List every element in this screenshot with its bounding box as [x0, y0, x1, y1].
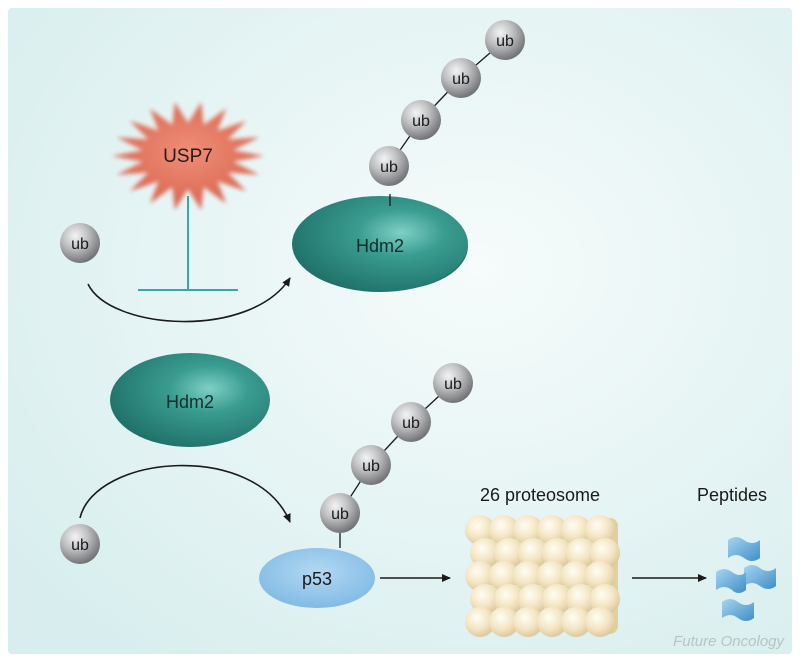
- ub-label: ub: [402, 415, 420, 432]
- proteasome-subunit: [494, 538, 524, 568]
- proteasome-subunit: [518, 538, 548, 568]
- peptide-fragment: [728, 537, 760, 561]
- proteasome-subunit: [585, 607, 615, 637]
- proteasome-subunit: [489, 515, 519, 545]
- proteasome-subunit: [590, 538, 620, 568]
- ub-sphere: ub: [351, 445, 391, 485]
- ub-sphere: ub: [369, 146, 409, 186]
- proteasome-subunit: [489, 607, 519, 637]
- ubiquitination-arrow-top: [87, 277, 291, 323]
- proteasome-subunit: [542, 538, 572, 568]
- proteasome-subunit: [494, 584, 524, 614]
- p53-label: p53: [302, 569, 332, 589]
- proteasome-subunit: [561, 607, 591, 637]
- proteasome-subunit: [465, 515, 495, 545]
- hdm2-bottom-label: Hdm2: [166, 392, 214, 412]
- peptide-fragments: [716, 537, 776, 621]
- proteasome-subunit: [513, 515, 543, 545]
- proteasome-subunit: [470, 584, 500, 614]
- proteasome-subunit: [537, 561, 567, 591]
- proteasome-subunit: [518, 584, 548, 614]
- proteasome-subunit: [542, 584, 572, 614]
- ub-sphere: ub: [320, 493, 360, 533]
- proteasome-subunit: [470, 538, 500, 568]
- ub-label: ub: [444, 376, 462, 393]
- proteasome-subunit: [585, 515, 615, 545]
- proteasome-subunit: [513, 561, 543, 591]
- peptides-label: Peptides: [697, 485, 767, 505]
- proteasome-subunit: [566, 584, 596, 614]
- hdm2-top-label: Hdm2: [356, 236, 404, 256]
- proteasome: [465, 515, 620, 637]
- ub-label: ub: [331, 506, 349, 523]
- hdm2-top: Hdm2: [292, 196, 468, 292]
- proteasome-subunit: [566, 538, 596, 568]
- ub-label: ub: [362, 458, 380, 475]
- ub-label: ub: [412, 113, 430, 130]
- ub-label: ub: [496, 33, 514, 50]
- ub-label: ub: [380, 159, 398, 176]
- proteasome-subunit: [561, 561, 591, 591]
- proteasome-subunit: [489, 561, 519, 591]
- proteasome-subunit: [585, 561, 615, 591]
- publisher-credit: Future Oncology: [673, 633, 785, 650]
- proteasome-subunit: [537, 607, 567, 637]
- ub-chain-p53: ub ub ub ub: [320, 363, 473, 548]
- ub-sphere-free-top: ub: [60, 223, 100, 263]
- proteasome-subunit: [465, 607, 495, 637]
- proteasome-subunit: [590, 584, 620, 614]
- ub-label: ub: [71, 537, 89, 554]
- usp7-inhibition-line: [138, 196, 238, 291]
- ub-label: ub: [452, 71, 470, 88]
- ub-sphere-free-bottom: ub: [60, 524, 100, 564]
- proteasome-label: 26 proteosome: [480, 485, 600, 505]
- background-panel: [8, 8, 792, 654]
- ubiquitination-arrow-bottom: [79, 464, 291, 523]
- proteasome-subunit: [513, 607, 543, 637]
- proteasome-subunit: [561, 515, 591, 545]
- hdm2-bottom: Hdm2: [110, 353, 270, 447]
- ub-sphere: ub: [391, 402, 431, 442]
- ub-sphere: ub: [433, 363, 473, 403]
- peptide-fragment: [716, 569, 746, 593]
- peptide-fragment: [744, 565, 776, 589]
- ub-chain-hdm2: ub ub ub ub: [369, 20, 525, 206]
- ub-sphere: ub: [441, 58, 481, 98]
- proteasome-subunit: [465, 561, 495, 591]
- ub-sphere: ub: [401, 100, 441, 140]
- peptide-fragment: [722, 599, 754, 621]
- proteasome-subunit: [537, 515, 567, 545]
- ub-label: ub: [71, 236, 89, 253]
- usp7-label: USP7: [163, 146, 213, 167]
- ub-sphere: ub: [485, 20, 525, 60]
- p53-protein: p53: [259, 548, 375, 608]
- usp7-starburst: USP7: [112, 102, 264, 210]
